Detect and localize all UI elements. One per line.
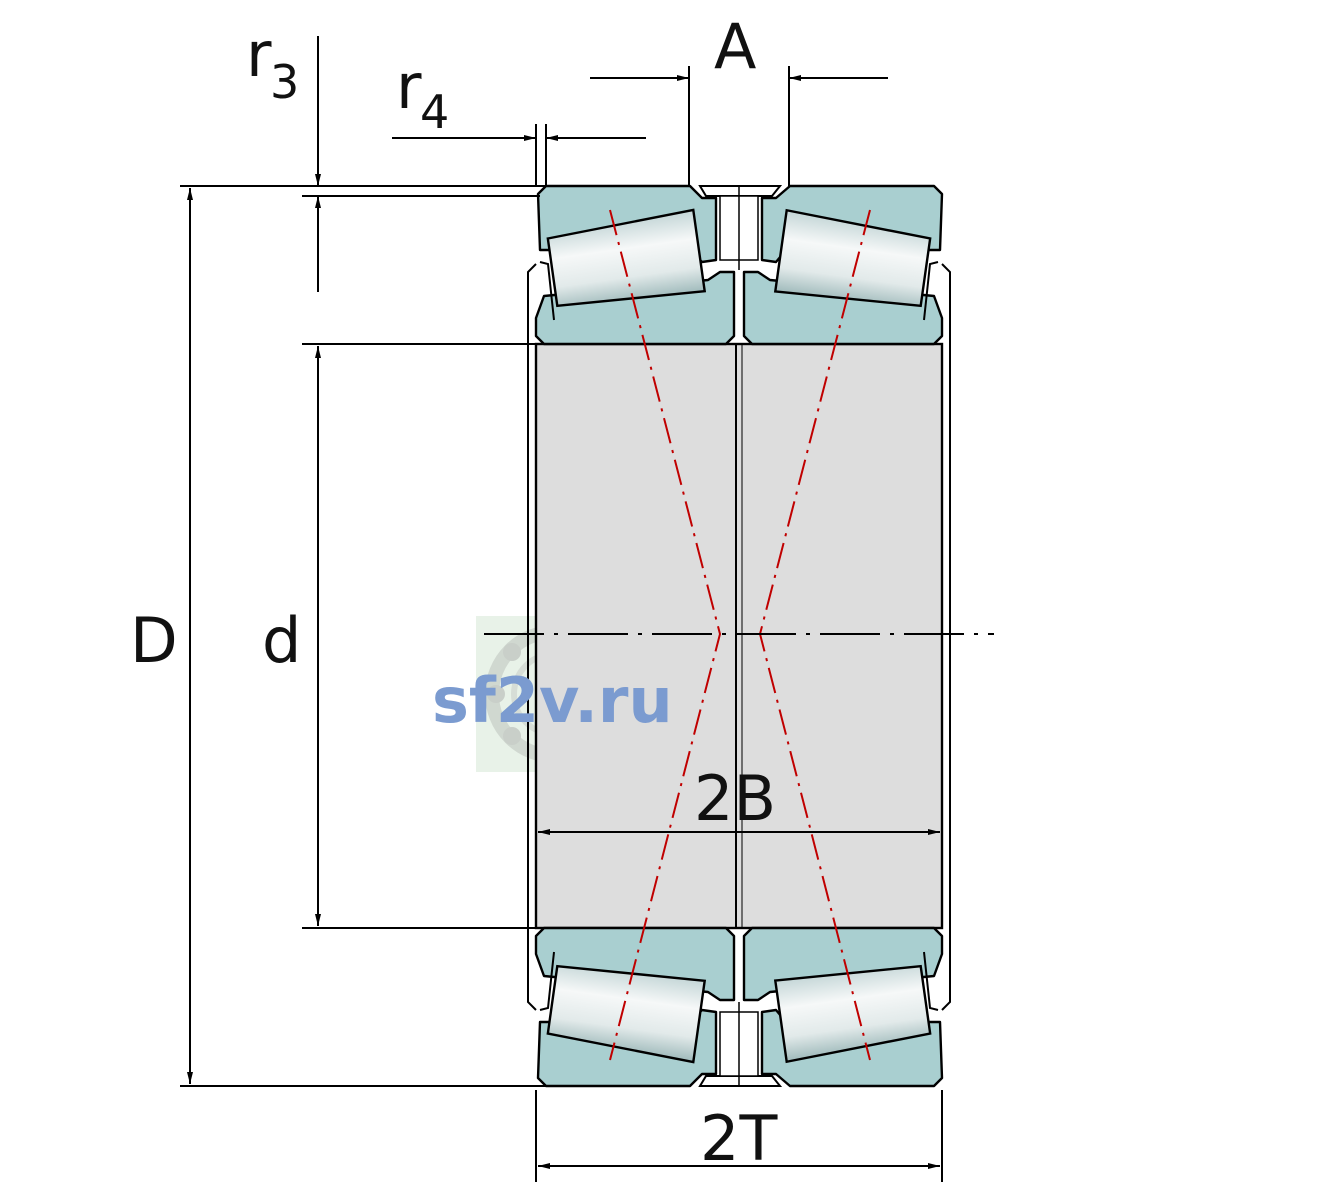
extension-lines xyxy=(180,66,943,1182)
label-A: A xyxy=(714,10,756,83)
label-r4-subscript: 4 xyxy=(420,85,449,139)
bearing-section xyxy=(527,184,951,1088)
roller-bottom-right xyxy=(773,964,932,1064)
label-r3: r xyxy=(246,18,272,91)
label-2T: 2T xyxy=(700,1102,778,1175)
label-r3-subscript: 3 xyxy=(270,55,299,109)
label-D: D xyxy=(130,604,178,677)
roller-bottom-left xyxy=(546,964,707,1064)
watermark-text: sf2v.ru xyxy=(432,664,673,737)
roller-top-right xyxy=(773,208,932,308)
label-r4: r xyxy=(396,50,422,123)
bore-area xyxy=(534,342,944,930)
label-d: d xyxy=(262,604,301,677)
label-2B: 2B xyxy=(694,762,776,835)
roller-top-left xyxy=(546,208,707,308)
